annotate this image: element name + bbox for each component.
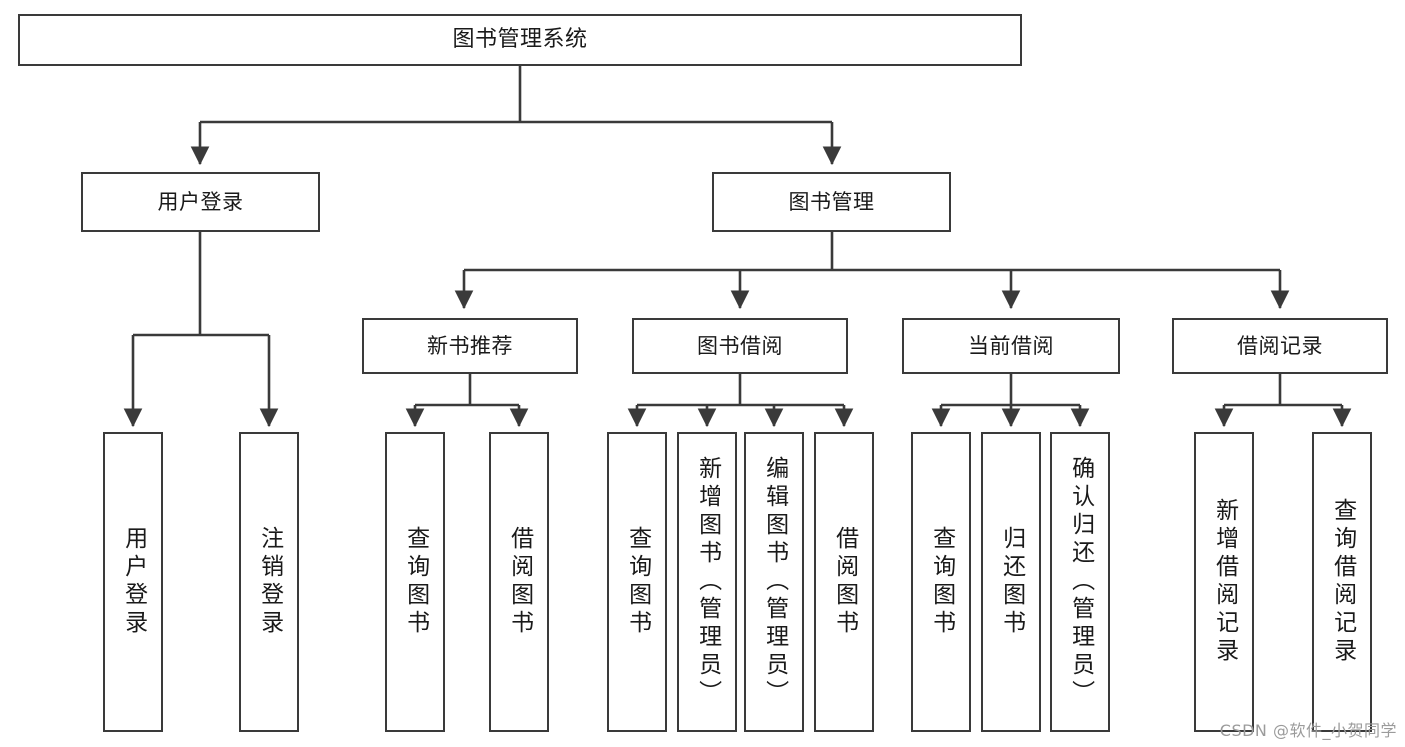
node-root-system[interactable]: 图书管理系统 [18,14,1022,66]
node-label: 借阅图书 [506,526,533,638]
node-label: 查询图书 [402,526,429,638]
node-label: 编辑图书（管理员） [761,456,788,708]
node-label: 查询借阅记录 [1329,498,1356,666]
node-leaf-query-book-1[interactable]: 查询图书 [385,432,445,732]
node-label: 图书管理 [788,189,875,214]
node-label: 用户登录 [157,189,244,214]
node-leaf-user-login[interactable]: 用户登录 [103,432,163,732]
node-label: 注销登录 [256,526,283,638]
node-label: 用户登录 [120,526,147,638]
node-label: 当前借阅 [968,333,1054,358]
node-label: 新增图书（管理员） [694,456,721,708]
node-leaf-query-book-2[interactable]: 查询图书 [607,432,667,732]
node-current-borrow[interactable]: 当前借阅 [902,318,1120,374]
node-label: 查询图书 [624,526,651,638]
node-label: 查询图书 [928,526,955,638]
watermark-text: CSDN @软件_小贺同学 [1219,721,1397,740]
node-book-management[interactable]: 图书管理 [712,172,951,232]
node-book-borrow[interactable]: 图书借阅 [632,318,848,374]
node-label: 图书管理系统 [452,27,588,53]
node-leaf-edit-book[interactable]: 编辑图书（管理员） [744,432,804,732]
node-leaf-borrow-book-2[interactable]: 借阅图书 [814,432,874,732]
node-label: 借阅图书 [831,526,858,638]
node-borrow-record[interactable]: 借阅记录 [1172,318,1388,374]
node-leaf-return-book[interactable]: 归还图书 [981,432,1041,732]
node-leaf-add-record[interactable]: 新增借阅记录 [1194,432,1254,732]
node-leaf-query-record[interactable]: 查询借阅记录 [1312,432,1372,732]
node-leaf-add-book[interactable]: 新增图书（管理员） [677,432,737,732]
node-new-book-recommend[interactable]: 新书推荐 [362,318,578,374]
node-leaf-borrow-book-1[interactable]: 借阅图书 [489,432,549,732]
node-leaf-query-book-3[interactable]: 查询图书 [911,432,971,732]
node-leaf-confirm-return[interactable]: 确认归还（管理员） [1050,432,1110,732]
node-label: 新书推荐 [427,333,513,358]
node-label: 新增借阅记录 [1211,498,1238,666]
node-label: 借阅记录 [1237,333,1323,358]
node-label: 图书借阅 [697,333,783,358]
node-user-login[interactable]: 用户登录 [81,172,320,232]
node-leaf-user-logout[interactable]: 注销登录 [239,432,299,732]
node-label: 归还图书 [998,526,1025,638]
node-label: 确认归还（管理员） [1067,456,1094,708]
